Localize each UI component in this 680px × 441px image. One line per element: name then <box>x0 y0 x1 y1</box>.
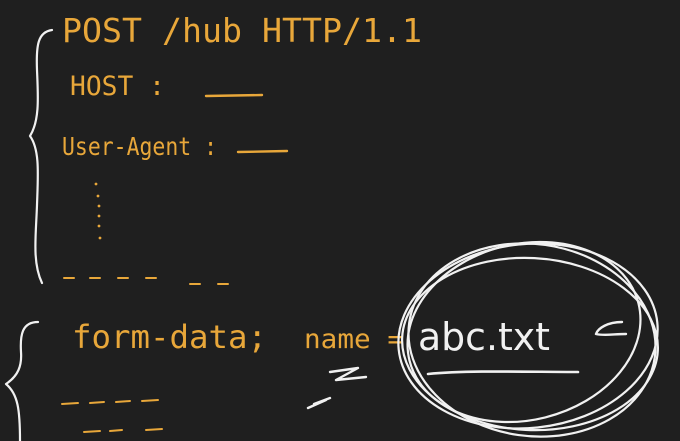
host-header-label: HOST : <box>70 71 165 102</box>
name-field-label: name = <box>304 324 404 355</box>
body-brace <box>4 320 40 441</box>
headers-end-dashes <box>63 277 229 285</box>
user-agent-header-label: User-Agent : <box>62 132 217 161</box>
highlight-circle-scribble <box>397 240 660 438</box>
pointer-arrow-mark <box>594 320 628 337</box>
user-agent-value-blank <box>236 149 289 154</box>
headers-brace <box>28 28 54 285</box>
multipart-body-group: form-data; name = abc.txt <box>4 240 660 441</box>
file-name-value: abc.txt <box>418 315 550 359</box>
form-data-text: form-data; <box>72 318 267 356</box>
host-value-blank <box>204 93 264 98</box>
scribble-mark-z <box>328 366 368 382</box>
http-headers-group: POST /hub HTTP/1.1 HOST : User-Agent : <box>28 11 422 285</box>
scribble-mark-dash <box>306 396 332 410</box>
file-name-underline <box>426 370 580 376</box>
headers-ellipsis-dots <box>94 182 102 240</box>
body-end-dashes <box>61 399 163 433</box>
request-line: POST /hub HTTP/1.1 <box>62 11 422 50</box>
